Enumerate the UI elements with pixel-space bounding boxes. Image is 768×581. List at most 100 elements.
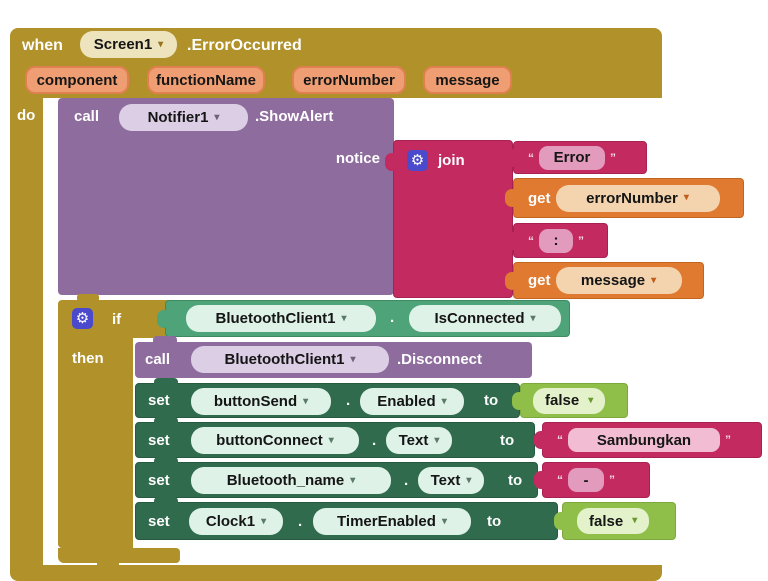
text-string-block[interactable]: “ : ”	[505, 223, 608, 258]
set-keyword: set	[148, 432, 170, 449]
param-label: component	[36, 71, 118, 89]
string-value-field[interactable]: Error	[539, 145, 605, 170]
get-variable-block[interactable]: get errorNumber ▾	[505, 178, 744, 218]
screen-component-dropdown[interactable]: Screen1 ▾	[80, 31, 177, 58]
logic-false-block[interactable]: false ▾	[512, 383, 628, 418]
dot-separator: .	[298, 513, 303, 530]
dropdown-value: BluetoothClient1	[224, 351, 345, 368]
component-dropdown[interactable]: Clock1 ▾	[189, 508, 283, 535]
method-name-label: .ShowAlert	[255, 108, 334, 125]
param-pill-message[interactable]: message	[423, 66, 512, 94]
component-dropdown[interactable]: BluetoothClient1 ▾	[191, 346, 389, 373]
event-name-label: .ErrorOccurred	[187, 37, 302, 54]
close-quote-icon: ”	[609, 473, 615, 487]
property-dropdown[interactable]: TimerEnabled ▾	[313, 508, 471, 535]
dropdown-arrow-icon: ▾	[530, 312, 536, 324]
dropdown-arrow-icon: ▾	[328, 434, 334, 446]
plug-connector	[385, 153, 399, 171]
dropdown-value: false	[545, 392, 580, 409]
property-dropdown[interactable]: IsConnected ▾	[409, 305, 561, 332]
stack-connector	[154, 457, 178, 467]
plug-connector	[505, 148, 519, 167]
param-pill-component[interactable]: component	[25, 66, 129, 94]
if-block-bottom-bar	[58, 548, 180, 563]
set-property-block[interactable]: set buttonSend ▾ . Enabled ▾ to	[135, 378, 520, 418]
logic-false-block[interactable]: false ▾	[554, 502, 676, 540]
dropdown-value: buttonSend	[213, 393, 298, 410]
dropdown-arrow-icon: ▾	[303, 395, 309, 407]
get-keyword: get	[528, 189, 551, 207]
dropdown-arrow-icon: ▾	[588, 394, 594, 406]
text-string-block[interactable]: “ Error ”	[505, 141, 647, 174]
dropdown-value: Text	[430, 472, 461, 489]
variable-dropdown[interactable]: message ▾	[555, 267, 682, 294]
dropdown-arrow-icon: ▾	[350, 353, 356, 365]
notifier-dropdown[interactable]: Notifier1 ▾	[119, 104, 248, 131]
method-name-label: .Disconnect	[397, 351, 483, 368]
mutator-gear-icon[interactable]: ⚙	[72, 308, 93, 329]
plug-connector	[534, 431, 548, 449]
dropdown-arrow-icon: ▾	[441, 515, 447, 527]
string-value-field[interactable]: Sambungkan	[568, 428, 720, 452]
notice-arg-label: notice	[335, 150, 380, 167]
to-keyword: to	[487, 513, 502, 530]
open-quote-icon: “	[528, 233, 534, 248]
logic-value-dropdown[interactable]: false ▾	[533, 387, 606, 414]
string-value-field[interactable]: -	[568, 468, 604, 492]
plug-connector	[512, 391, 526, 410]
plug-connector	[554, 512, 568, 530]
param-label: functionName	[155, 71, 256, 89]
dropdown-arrow-icon: ▾	[341, 312, 347, 324]
get-variable-block[interactable]: get message ▾	[505, 262, 704, 299]
param-label: message	[435, 71, 500, 89]
to-keyword: to	[508, 472, 523, 489]
property-dropdown[interactable]: Text ▾	[386, 427, 452, 454]
text-string-block[interactable]: “ - ”	[534, 462, 650, 498]
mutator-gear-icon[interactable]: ⚙	[407, 150, 428, 171]
set-property-block[interactable]: set Clock1 ▾ . TimerEnabled ▾ to	[135, 497, 558, 540]
dropdown-value: Notifier1	[147, 109, 209, 126]
open-quote-icon: “	[557, 433, 563, 447]
if-then-block[interactable]: ⚙ if then	[58, 300, 133, 548]
join-block[interactable]: ⚙ join	[385, 140, 513, 298]
to-keyword: to	[500, 432, 515, 449]
string-value-field[interactable]: :	[539, 228, 573, 253]
component-dropdown[interactable]: buttonSend ▾	[191, 388, 331, 415]
if-keyword: if	[112, 311, 122, 328]
dot-separator: .	[390, 309, 395, 326]
call-disconnect-block[interactable]: call BluetoothClient1 ▾ .Disconnect	[135, 336, 532, 378]
if-block-top-tab	[77, 294, 99, 302]
param-pill-errornumber[interactable]: errorNumber	[292, 66, 406, 94]
plug-connector	[505, 231, 519, 250]
component-dropdown[interactable]: buttonConnect ▾	[191, 427, 359, 454]
component-dropdown[interactable]: Bluetooth_name ▾	[191, 467, 391, 494]
dropdown-arrow-icon: ▾	[466, 474, 472, 486]
property-dropdown[interactable]: Enabled ▾	[360, 388, 464, 415]
plug-connector	[505, 271, 519, 290]
dropdown-value: message	[580, 272, 646, 289]
isconnected-getter-block[interactable]: BluetoothClient1 ▾ . IsConnected ▾	[157, 300, 570, 337]
text-string-block[interactable]: “ Sambungkan ”	[534, 422, 762, 458]
set-property-block[interactable]: set Bluetooth_name ▾ . Text ▾ to	[135, 457, 538, 498]
then-keyword: then	[72, 350, 104, 367]
set-keyword: set	[148, 392, 170, 409]
set-property-block[interactable]: set buttonConnect ▾ . Text ▾ to	[135, 417, 535, 458]
dropdown-arrow-icon: ▾	[683, 192, 689, 203]
logic-value-dropdown[interactable]: false ▾	[577, 508, 650, 534]
dropdown-arrow-icon: ▾	[350, 474, 356, 486]
if-block-bottom-tab	[97, 561, 119, 568]
dropdown-value: Bluetooth_name	[226, 472, 345, 489]
param-pill-functionname[interactable]: functionName	[147, 66, 265, 94]
property-dropdown[interactable]: Text ▾	[418, 467, 484, 494]
variable-dropdown[interactable]: errorNumber ▾	[555, 184, 720, 212]
dropdown-value: buttonConnect	[216, 432, 323, 449]
call-notifier-showalert-block[interactable]: call Notifier1 ▾ .ShowAlert notice	[58, 98, 394, 295]
plug-connector	[157, 309, 171, 328]
set-keyword: set	[148, 513, 170, 530]
get-keyword: get	[528, 272, 551, 289]
stack-connector	[153, 336, 177, 346]
dropdown-arrow-icon: ▾	[632, 515, 638, 526]
component-dropdown[interactable]: BluetoothClient1 ▾	[186, 305, 376, 332]
param-label: errorNumber	[303, 71, 395, 89]
